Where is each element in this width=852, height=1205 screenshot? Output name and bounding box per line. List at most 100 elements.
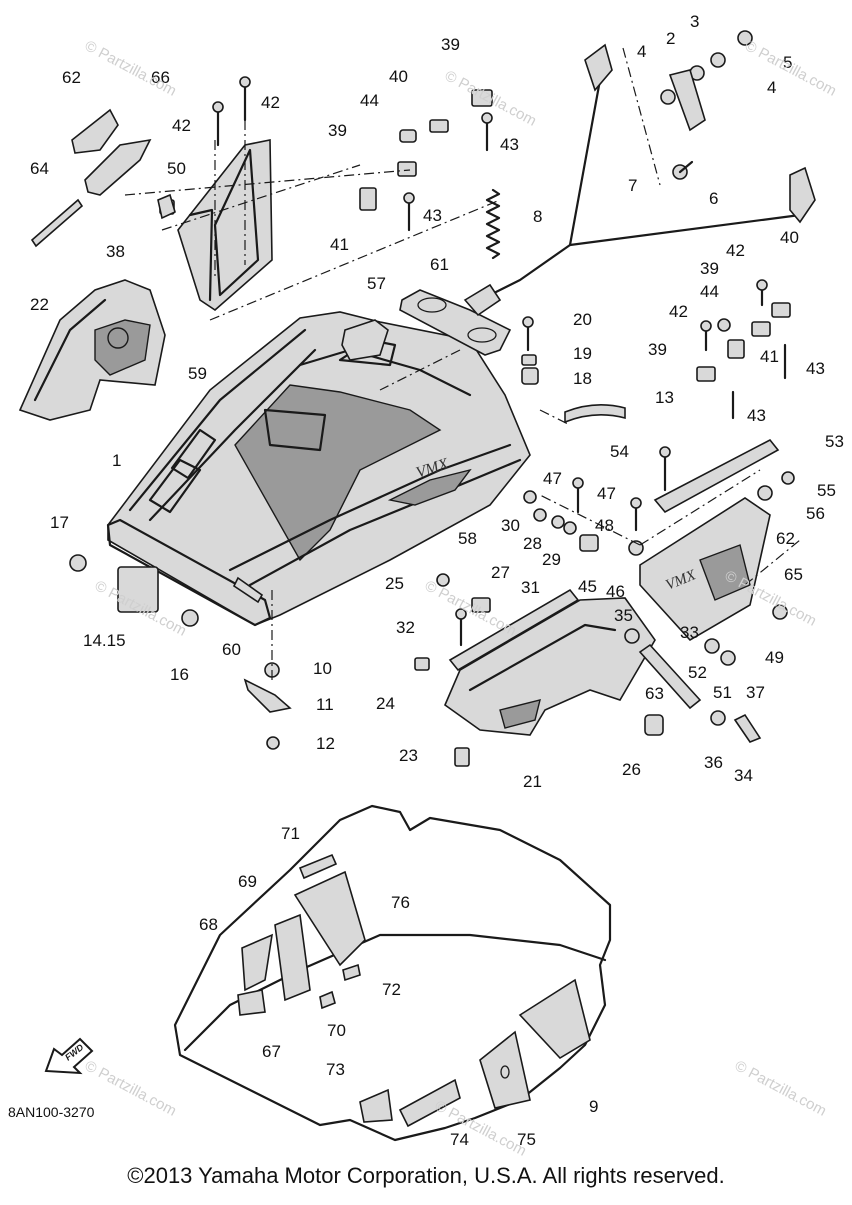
callout-62a: 62	[62, 68, 81, 87]
callout-73: 73	[326, 1060, 345, 1079]
callout-46: 46	[606, 582, 625, 601]
callout-39d: 39	[648, 340, 667, 359]
callout-63: 63	[645, 684, 664, 703]
callout-43c: 43	[806, 359, 825, 378]
callout-58: 58	[458, 529, 477, 548]
callout-42d: 42	[669, 302, 688, 321]
copyright-footer: ©2013 Yamaha Motor Corporation, U.S.A. A…	[127, 1163, 725, 1188]
callout-69: 69	[238, 872, 257, 891]
callout-57: 57	[367, 274, 386, 293]
callout-29: 29	[542, 550, 561, 569]
callout-59: 59	[188, 364, 207, 383]
callout-19: 19	[573, 344, 592, 363]
callout-75: 75	[517, 1130, 536, 1149]
callout-16: 16	[170, 665, 189, 684]
callout-56: 56	[806, 504, 825, 523]
callout-40b: 40	[780, 228, 799, 247]
callout-35: 35	[614, 606, 633, 625]
strip-53	[653, 438, 780, 514]
callout-24: 24	[376, 694, 395, 713]
callout-33: 33	[680, 623, 699, 642]
callout-31: 31	[521, 578, 540, 597]
callout-11: 11	[316, 695, 334, 714]
callout-21: 21	[523, 772, 542, 791]
callout-13: 13	[655, 388, 674, 407]
callout-55: 55	[817, 481, 836, 500]
cable-7	[463, 43, 816, 317]
callout-1: 1	[112, 451, 122, 470]
callout-43a: 43	[500, 135, 519, 154]
panel-57	[341, 319, 389, 361]
rod-33	[638, 643, 702, 710]
callout-65: 65	[784, 565, 803, 584]
callout-61: 61	[430, 255, 449, 274]
callout-45: 45	[578, 577, 597, 596]
callout-67: 67	[262, 1042, 281, 1061]
callout-8: 8	[533, 207, 543, 226]
callout-53: 53	[825, 432, 844, 451]
gasket-61	[399, 289, 512, 356]
callout-43d: 43	[747, 406, 766, 425]
callout-68: 68	[199, 915, 218, 934]
callout-38: 38	[106, 242, 125, 261]
callout-72: 72	[382, 980, 401, 999]
decal-66	[84, 138, 152, 196]
side-panel-37: VMX	[639, 497, 771, 642]
callout-54: 54	[610, 442, 629, 461]
callout-7: 7	[628, 176, 638, 195]
fwd-arrow-icon: FWD	[44, 1037, 94, 1075]
callout-12: 12	[316, 734, 335, 753]
callout-34: 34	[734, 766, 753, 785]
callout-6: 6	[709, 189, 719, 208]
callout-10: 10	[313, 659, 332, 678]
callout-23: 23	[399, 746, 418, 765]
callout-66: 66	[151, 68, 170, 87]
bolts	[212, 76, 787, 647]
callout-30: 30	[501, 516, 520, 535]
callout-22: 22	[30, 295, 49, 314]
callout-39a: 39	[441, 35, 460, 54]
callout-39b: 39	[328, 121, 347, 140]
decal-62	[71, 108, 119, 154]
callout-4b: 4	[767, 78, 777, 97]
callout-49: 49	[765, 648, 784, 667]
strip-13	[564, 404, 626, 424]
callout-52: 52	[688, 663, 707, 682]
callout-27: 27	[491, 563, 510, 582]
callout-76: 76	[391, 893, 410, 912]
leader-lines	[124, 47, 801, 680]
callout-50: 50	[167, 159, 186, 178]
callout-5: 5	[783, 53, 793, 72]
callout-62b: 62	[776, 529, 795, 548]
strip-64	[30, 198, 84, 248]
callout-64: 64	[30, 159, 49, 178]
callout-39c: 39	[700, 259, 719, 278]
bar-31	[448, 588, 580, 672]
callout-20: 20	[573, 310, 592, 329]
frame-21	[444, 597, 656, 736]
callout-47a: 47	[543, 469, 562, 488]
callout-51: 51	[713, 683, 732, 702]
callout-36: 36	[704, 753, 723, 772]
callout-44a: 44	[360, 91, 379, 110]
hood-shell: VMX	[106, 311, 531, 627]
callout-71: 71	[281, 824, 300, 843]
callout-40a: 40	[389, 67, 408, 86]
callout-42b: 42	[172, 116, 191, 135]
callout-37: 37	[746, 683, 765, 702]
callout-44b: 44	[700, 282, 719, 301]
callout-28: 28	[523, 534, 542, 553]
diagram-code: 8AN100-3270	[8, 1104, 95, 1120]
callout-17: 17	[50, 513, 69, 532]
callout-9: 9	[589, 1097, 599, 1116]
spring-8	[485, 188, 501, 260]
callout-41a: 41	[330, 235, 349, 254]
callout-60: 60	[222, 640, 241, 659]
callout-3: 3	[690, 12, 700, 31]
side-panel-22	[18, 279, 166, 421]
callout-14-15: 14.15	[83, 631, 126, 650]
callout-74: 74	[450, 1130, 469, 1149]
callout-4a: 4	[637, 42, 647, 61]
callout-26: 26	[622, 760, 641, 779]
